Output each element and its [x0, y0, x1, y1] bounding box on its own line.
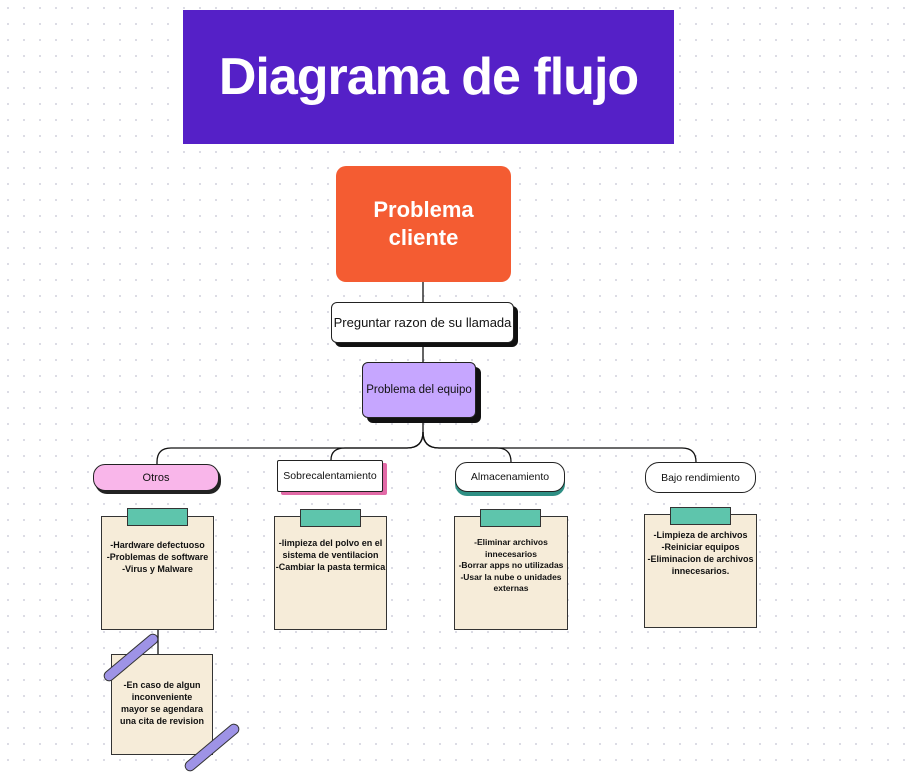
- note-line: sistema de ventilacion: [282, 550, 379, 560]
- note-line: -Virus y Malware: [122, 564, 193, 574]
- note-line: -Borrar apps no utilizadas: [458, 560, 564, 570]
- connector-branch-alma: [422, 431, 512, 463]
- category-almacenamiento[interactable]: Almacenamiento: [455, 462, 565, 492]
- category-otros[interactable]: Otros: [93, 464, 219, 491]
- note-line: -Limpieza de archivos: [653, 530, 748, 540]
- note-line: -Reiniciar equipos: [661, 542, 740, 552]
- note-line: innecesarios: [485, 548, 537, 559]
- page-title: Diagrama de flujo: [218, 48, 639, 106]
- note-line: una cita de revision: [119, 716, 205, 726]
- category-bajo-rendimiento[interactable]: Bajo rendimiento: [645, 462, 756, 493]
- connector-branch-right: [422, 431, 697, 463]
- note-line: -Problemas de software: [106, 552, 209, 562]
- note-bajo-rendimiento: -Limpieza de archivos -Reiniciar equipos…: [644, 514, 757, 628]
- tape-sobrecalentamiento: [300, 509, 361, 527]
- tape-otros: [127, 508, 188, 526]
- note-line: -limpieza del polvo en el: [278, 538, 383, 548]
- note-almacenamiento: -Eliminar archivos innecesarios -Borrar …: [454, 516, 568, 630]
- note-line: -Eliminar archivos: [474, 537, 548, 547]
- note-line: externas: [493, 583, 529, 593]
- connector-branch-sobre: [330, 431, 424, 461]
- note-line: -Hardware defectuoso: [110, 540, 205, 550]
- note-line: innecesarios.: [671, 566, 730, 576]
- problem-node[interactable]: Problema del equipo: [362, 362, 476, 418]
- note-line: -Eliminacion de archivos: [647, 554, 754, 564]
- note-extra: -En caso de algun inconveniente mayor se…: [111, 654, 213, 755]
- title-banner: Diagrama de flujo: [183, 10, 674, 144]
- tape-almacenamiento: [480, 509, 541, 527]
- tape-bajo-rendimiento: [670, 507, 731, 525]
- category-sobrecalentamiento[interactable]: Sobrecalentamiento: [277, 460, 383, 492]
- note-line: -Cambiar la pasta termica: [275, 562, 386, 572]
- note-otros: -Hardware defectuoso -Problemas de softw…: [101, 516, 214, 630]
- note-line: inconveniente: [131, 692, 193, 702]
- note-sobrecalentamiento: -limpieza del polvo en el sistema de ven…: [274, 516, 387, 630]
- note-line: mayor se agendara: [120, 704, 204, 714]
- note-line: -Usar la nube o unidades: [460, 571, 562, 582]
- note-line: -En caso de algun: [123, 680, 201, 690]
- connector-otros-extra: [157, 630, 159, 656]
- ask-node[interactable]: Preguntar razon de su llamada: [331, 302, 514, 343]
- root-node[interactable]: Problema cliente: [336, 166, 511, 282]
